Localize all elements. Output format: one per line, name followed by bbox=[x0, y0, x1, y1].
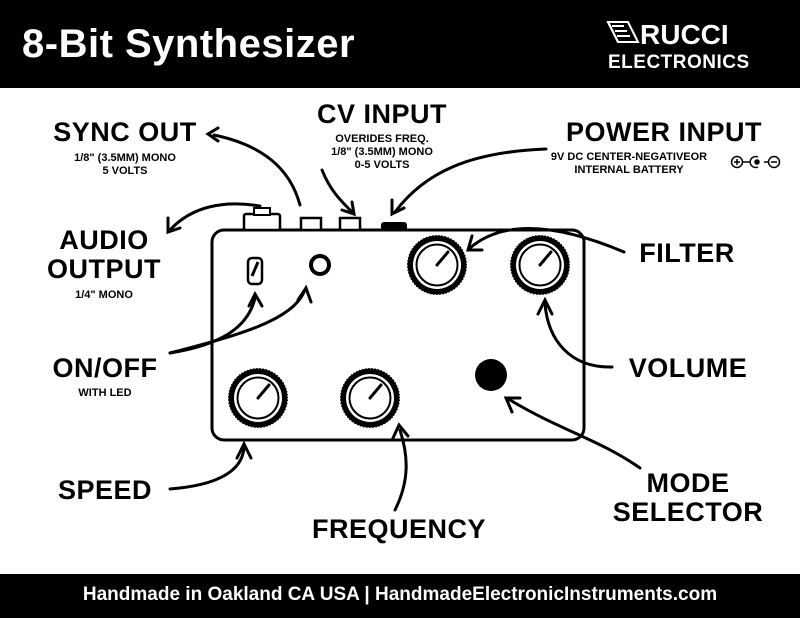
power-input-label-group: POWER INPUT bbox=[548, 119, 780, 146]
brand-logo: RUCCI ELECTRONICS bbox=[606, 19, 750, 73]
on-off-toggle-switch bbox=[246, 256, 264, 286]
mode-selector-label-group: MODE SELECTOR bbox=[596, 470, 780, 526]
audio-output-jack-sleeve bbox=[253, 207, 271, 216]
volume-label: VOLUME bbox=[628, 353, 748, 383]
frequency-knob bbox=[338, 366, 402, 430]
on-off-arrowhead-led bbox=[296, 284, 313, 304]
sync-out-spec-1: 1/8" (3.5MM) MONO bbox=[74, 152, 176, 164]
footer-text: Handmade in Oakland CA USA | HandmadeEle… bbox=[82, 584, 718, 605]
cv-input-spec-3: 0-5 VOLTS bbox=[354, 159, 410, 171]
frequency-label: FREQUENCY bbox=[311, 514, 486, 544]
cv-input-arrow bbox=[320, 168, 354, 214]
cv-input-jack bbox=[338, 216, 362, 232]
speed-arrowhead bbox=[235, 440, 253, 460]
sync-out-jack bbox=[299, 216, 323, 232]
led-indicator bbox=[309, 254, 331, 276]
cv-input-label: CV INPUT bbox=[316, 99, 447, 129]
sync-out-spec-2: 5 VOLTS bbox=[102, 165, 148, 177]
cv-input-spec-2: 1/8" (3.5MM) MONO bbox=[331, 146, 433, 158]
mode-selector-label-line-1: MODE bbox=[646, 468, 730, 498]
power-input-arrowhead bbox=[390, 198, 406, 217]
filter-label: FILTER bbox=[639, 238, 735, 268]
audio-output-label-line-1: AUDIO bbox=[59, 225, 149, 255]
frequency-arrow bbox=[393, 428, 408, 512]
volume-arrowhead bbox=[536, 296, 554, 316]
cv-input-spec-1: OVERIDES FREQ. bbox=[335, 133, 429, 145]
speed-knob bbox=[226, 366, 290, 430]
audio-output-label-line-2: OUTPUT bbox=[47, 254, 161, 284]
volume-knob bbox=[508, 233, 572, 297]
logo-text-top: RUCCI bbox=[640, 19, 729, 50]
audio-output-jack bbox=[242, 212, 282, 232]
sync-out-label-group: SYNC OUT 1/8" (3.5MM) MONO 5 VOLTS bbox=[40, 119, 210, 178]
logo-text-bottom: ELECTRONICS bbox=[608, 52, 750, 73]
mode-selector-label-line-2: SELECTOR bbox=[612, 497, 764, 527]
power-input-arrow bbox=[393, 147, 548, 214]
header-bar: 8-Bit Synthesizer RUCCI ELECTRONICS bbox=[0, 0, 800, 88]
audio-output-arrowhead bbox=[166, 216, 182, 235]
power-polarity-icon bbox=[730, 155, 781, 169]
frequency-arrowhead bbox=[391, 422, 410, 440]
on-off-label-group: ON/OFF WITH LED bbox=[40, 355, 170, 400]
mode-selector-arrow bbox=[508, 398, 642, 470]
mode-selector-button bbox=[475, 359, 507, 391]
power-input-spec-2: INTERNAL BATTERY bbox=[574, 164, 684, 176]
filter-arrow bbox=[468, 226, 626, 254]
filter-knob bbox=[405, 233, 469, 297]
sync-out-label: SYNC OUT bbox=[53, 117, 197, 147]
audio-output-arrow bbox=[168, 202, 262, 232]
audio-output-spec: 1/4" MONO bbox=[75, 289, 133, 301]
on-off-label: ON/OFF bbox=[52, 353, 158, 383]
power-input-jack bbox=[381, 222, 407, 231]
audio-output-label-group: AUDIO OUTPUT 1/4" MONO bbox=[20, 227, 188, 302]
cv-input-label-group: CV INPUT OVERIDES FREQ. 1/8" (3.5MM) MON… bbox=[300, 101, 464, 172]
mode-selector-arrowhead bbox=[503, 396, 522, 414]
filter-arrowhead bbox=[466, 234, 484, 252]
sync-out-arrowhead bbox=[205, 126, 220, 143]
volume-arrow bbox=[543, 302, 614, 369]
footer-bar: Handmade in Oakland CA USA | HandmadeEle… bbox=[0, 574, 800, 618]
power-input-spec-1: 9V DC CENTER-NEGATIVEOR bbox=[550, 151, 708, 163]
speed-label: SPEED bbox=[57, 475, 153, 505]
sync-out-arrow bbox=[212, 133, 302, 207]
on-off-spec: WITH LED bbox=[78, 387, 132, 399]
speed-arrow bbox=[168, 446, 246, 491]
page-title: 8-Bit Synthesizer bbox=[22, 22, 356, 66]
cv-input-arrowhead bbox=[340, 200, 356, 217]
on-off-arrowhead-switch bbox=[247, 290, 264, 308]
power-input-label: POWER INPUT bbox=[565, 117, 762, 147]
